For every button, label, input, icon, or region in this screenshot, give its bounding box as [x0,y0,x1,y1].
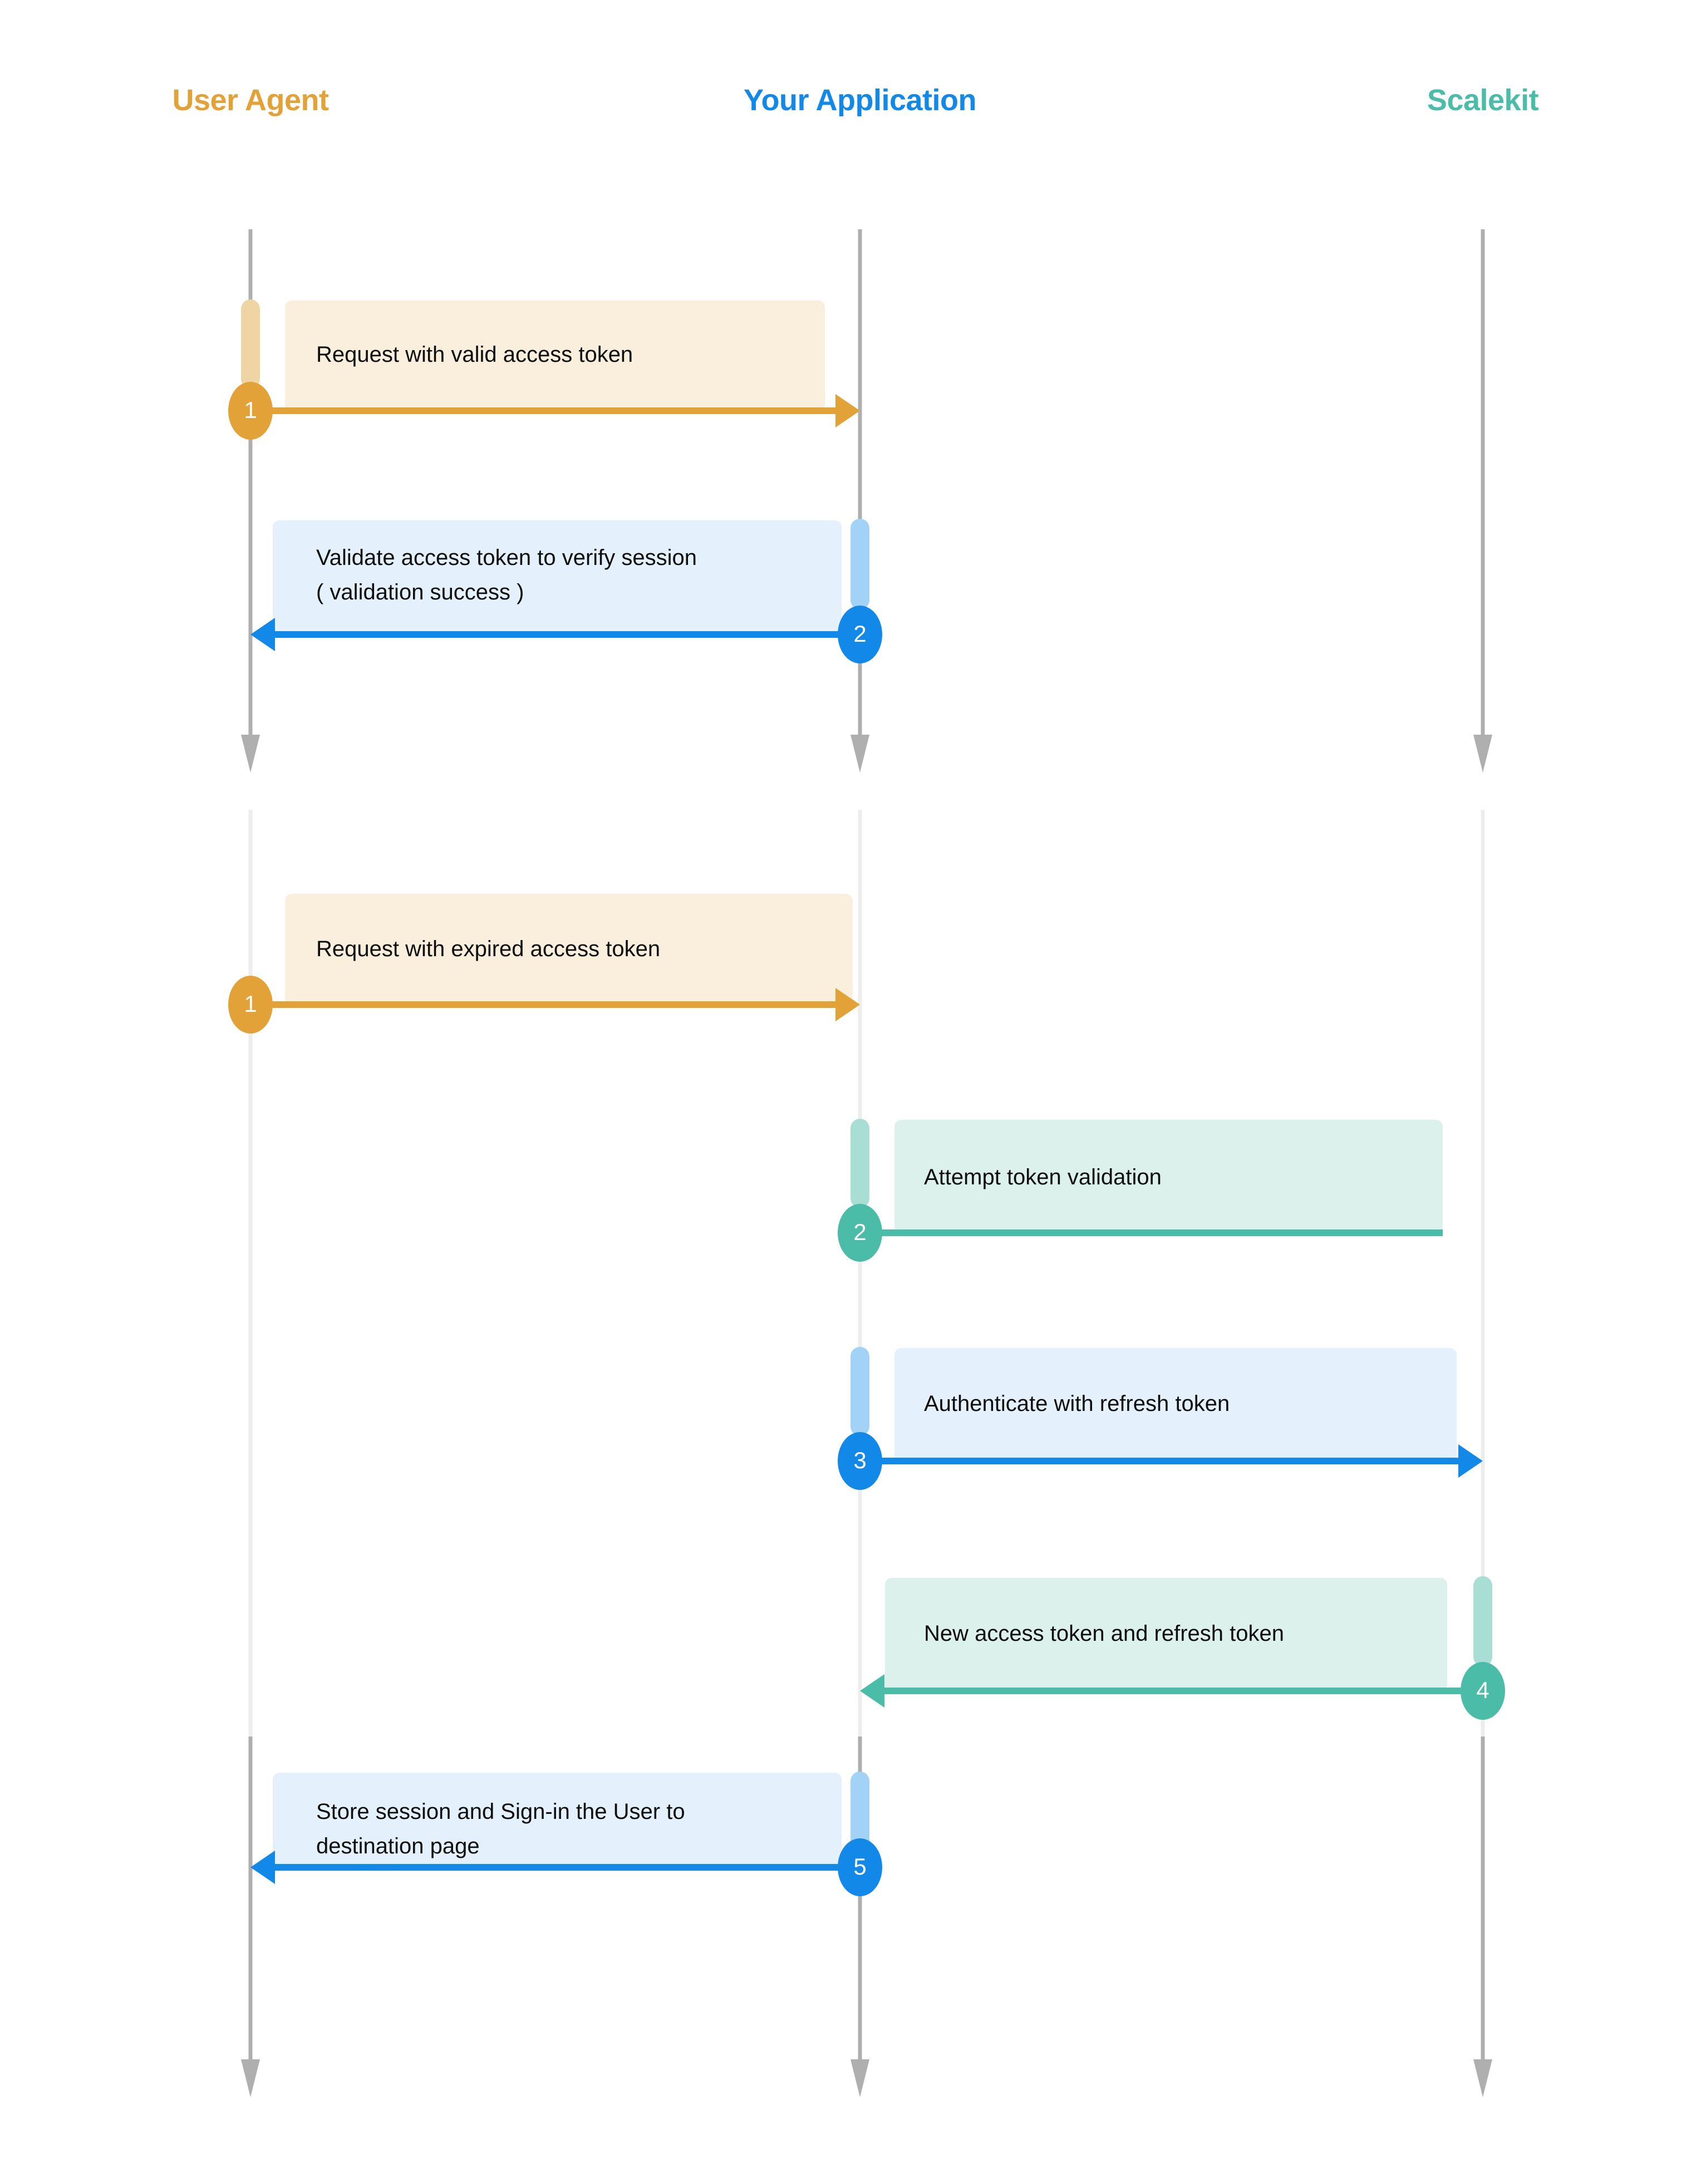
message-text-expired-token-section-msg-5-line-1: Store session and Sign-in the User to [316,1799,685,1824]
message-arrows-layer [250,394,1483,1884]
step-badge-number-expired-token-section-msg-4: 4 [1476,1677,1489,1703]
step-badge-number-valid-token-section-msg-2: 2 [853,621,866,647]
message-label-box-expired-token-section-msg-4 [885,1578,1447,1691]
step-badge-expired-token-section-msg-4 [1461,1662,1505,1720]
message-text-expired-token-section-msg-5-line-2: destination page [316,1834,480,1858]
message-label-box-expired-token-section-msg-3 [894,1348,1457,1461]
actor-header-your-application: Your Application [744,83,976,117]
message-text-expired-token-section-msg-2-line-1: Attempt token validation [924,1165,1162,1189]
actor-header-user-agent: User Agent [172,83,329,117]
message-text-expired-token-section-msg-4-line-1: New access token and refresh token [924,1621,1284,1646]
actor-header-scalekit: Scalekit [1427,83,1539,117]
message-arrow-head-expired-token-section-msg-5 [250,1851,275,1884]
activation-bar-expired-token-section-msg-3 [850,1347,869,1436]
step-badge-valid-token-section-msg-1 [228,382,273,440]
activation-bar-expired-token-section-msg-4 [1473,1576,1492,1666]
message-text-valid-token-section-msg-1-line-1: Request with valid access token [316,342,633,367]
lifeline-end-arrow-scalekit-valid-token-section [1473,735,1492,773]
message-labels-layer: Request with valid access tokenValidate … [316,342,1284,1858]
activation-bar-valid-token-section-msg-2 [850,519,869,609]
activation-bar-valid-token-section-msg-1 [241,299,260,388]
message-boxes-layer [273,301,1457,1867]
step-badge-number-valid-token-section-msg-1: 1 [244,397,257,423]
step-badge-expired-token-section-msg-1 [228,976,273,1034]
lifeline-end-arrow-your-application-expired-token-section [850,2059,869,2097]
lifeline-end-arrow-user-agent-expired-token-section [241,2059,260,2097]
message-label-box-expired-token-section-msg-2 [894,1120,1443,1233]
lifeline-end-arrow-scalekit-expired-token-section [1473,2059,1492,2097]
step-badge-number-expired-token-section-msg-3: 3 [853,1447,866,1473]
message-text-expired-token-section-msg-1-line-1: Request with expired access token [316,937,660,961]
lifeline-end-arrow-user-agent-valid-token-section [241,735,260,773]
message-arrow-head-expired-token-section-msg-1 [835,988,860,1021]
step-badge-expired-token-section-msg-5 [838,1838,882,1896]
message-arrow-head-valid-token-section-msg-1 [835,394,860,427]
message-arrow-head-expired-token-section-msg-4 [860,1674,884,1708]
activation-bars-layer [241,299,1492,1852]
message-label-box-expired-token-section-msg-1 [285,894,853,1005]
actor-headers-layer: User Agent Your Application Scalekit [172,83,1539,117]
activation-bar-expired-token-section-msg-5 [850,1772,869,1852]
step-badges-layer: 1 2 1 2 3 4 5 [228,382,1505,1896]
message-arrow-head-valid-token-section-msg-2 [250,618,275,651]
message-text-valid-token-section-msg-2-line-2: ( validation success ) [316,580,524,604]
step-badge-number-expired-token-section-msg-5: 5 [853,1853,866,1880]
step-badge-number-expired-token-section-msg-1: 1 [244,991,257,1017]
step-badge-number-expired-token-section-msg-2: 2 [853,1219,866,1245]
message-text-expired-token-section-msg-3-line-1: Authenticate with refresh token [924,1391,1230,1416]
step-badge-expired-token-section-msg-3 [838,1432,882,1490]
message-label-box-expired-token-section-msg-5 [273,1773,842,1867]
lifeline-end-arrow-your-application-valid-token-section [850,735,869,773]
message-label-box-valid-token-section-msg-2 [273,520,842,634]
activation-bar-expired-token-section-msg-2 [850,1119,869,1208]
message-arrow-head-expired-token-section-msg-3 [1458,1444,1483,1478]
step-badge-expired-token-section-msg-2 [838,1204,882,1262]
message-label-box-valid-token-section-msg-1 [285,301,825,411]
message-text-valid-token-section-msg-2-line-1: Validate access token to verify session [316,545,697,570]
step-badge-valid-token-section-msg-2 [838,606,882,663]
